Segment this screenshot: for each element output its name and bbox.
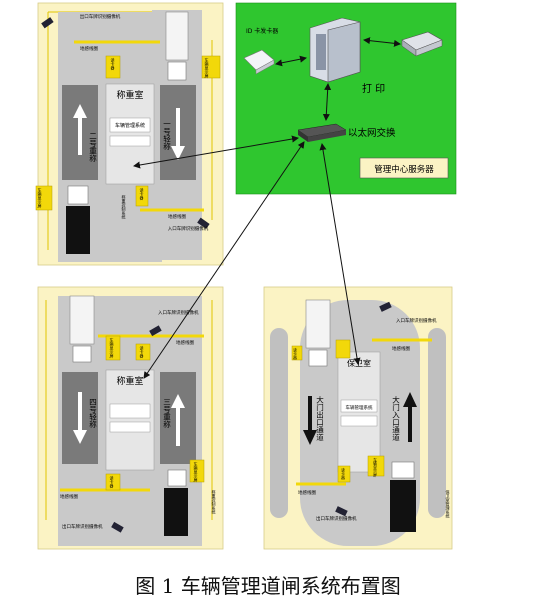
scale-left-label: 二号重称 (88, 132, 97, 163)
arrow-up-icon (403, 392, 417, 442)
display-bottom (367, 455, 385, 477)
reader-right-label: 读卡器 (340, 467, 346, 480)
island-left (270, 328, 288, 518)
arrow-down-icon (73, 392, 87, 444)
reader-top-label: 读卡器 (111, 57, 116, 71)
reader-top-label: 读卡器 (140, 345, 145, 359)
link-main-gate (319, 143, 361, 365)
display-top (201, 55, 221, 79)
truck-bottom (66, 206, 90, 254)
scale-right-label: 三号重称 (162, 398, 171, 429)
scale-left-label: 四号轻称 (88, 398, 97, 430)
barrier-bottom-label: 地感线圈 (298, 489, 316, 496)
desk-label: 车辆管理系统 (115, 122, 145, 129)
lane-right-label: 大门入口通道 (391, 395, 400, 443)
camera-icon (111, 521, 124, 533)
camera-bottom-label: 出口车牌识别摄像机 (62, 523, 103, 530)
display-bottom (35, 185, 53, 211)
booth-label: 保卫室 (347, 358, 371, 368)
scale-right-label: 一号轻称 (162, 120, 171, 151)
arrow-up-icon (171, 394, 185, 446)
arrow-up-icon (73, 104, 87, 155)
barrier-top-label: 地感线圈 (80, 45, 98, 52)
reader-bottom-label: 读卡器 (140, 187, 145, 201)
card-reader-bottom (105, 473, 121, 491)
screen-top-label: 车辆显示屏 (110, 337, 115, 359)
truck-top (305, 299, 331, 349)
screen-label: 车辆显示屏 (372, 457, 378, 477)
printer-icon (401, 31, 443, 57)
weigh-booth (105, 369, 155, 471)
booth-label: 称重室 (116, 89, 143, 101)
camera-icon (379, 301, 392, 312)
card-reader-label: ID 卡发卡器 (246, 27, 278, 35)
booth-label: 称重室 (116, 375, 143, 387)
figure-caption: 图 1 车辆管理道闸系统布置图 (135, 574, 401, 598)
camera-top-label: 入口车牌识别摄像机 (396, 317, 437, 324)
reader-left-label: 读卡器 (292, 347, 298, 360)
main-gate-panel: 保卫室 大门出口通道 大门入口通道 入口车牌识别摄像机 出口车牌识别摄像机 地感… (263, 286, 453, 550)
weigh-station-top-panel: 称重室 车辆管理系统 二号重称 一号轻称 出口车牌识别摄像机 入口车牌识别摄像机… (35, 2, 224, 266)
camera-top-label: 出口车牌识别摄像机 (80, 13, 121, 20)
island-right (428, 328, 446, 518)
truck-bottom (390, 480, 416, 532)
reader-bottom-label: 读卡器 (110, 475, 115, 489)
camera-bottom-label: 入口车牌识别摄像机 (168, 225, 209, 232)
switch-label: 以太网交换 (348, 127, 396, 139)
arrow-down-icon (303, 396, 317, 445)
weigh-station-bottom-panel: 称重室 四号轻称 三号重称 入口车牌识别摄像机 出口车牌识别摄像机 地感线圈 地… (37, 286, 224, 550)
link-bottom-station (143, 141, 305, 379)
barrier-bottom-label: 地感线圈 (168, 213, 186, 220)
truck-top (69, 295, 95, 345)
ethernet-switch-icon (297, 123, 347, 142)
screen-bottom-label: 车辆显示屏 (194, 461, 199, 483)
display-top (335, 339, 351, 359)
server-icon (309, 17, 361, 83)
network-links (133, 135, 361, 379)
side-note-label: 称重控制系统 (212, 489, 217, 515)
truck-bottom (164, 488, 188, 536)
camera-top-label: 入口车牌识别摄像机 (158, 309, 199, 316)
screen-top-label: 车辆显示屏 (205, 57, 210, 79)
card-reader-top (105, 55, 121, 79)
desk-label: 车辆管理系统 (346, 404, 373, 411)
barrier-top-label: 地感线圈 (392, 345, 410, 352)
truck-top (165, 11, 189, 61)
lane-left-label: 大门出口通道 (315, 395, 324, 443)
card-reader-right (337, 465, 351, 483)
side-note-label: 保卫室管理系统 (446, 489, 451, 519)
server-panel: ID 卡发卡器 打 印 以太网交换 管理中心服务器 (235, 2, 457, 195)
camera-icon (335, 506, 348, 517)
screen-bottom-label: 车辆显示屏 (38, 187, 43, 209)
camera-icon (41, 17, 54, 29)
barrier-bottom-label: 地感线圈 (60, 493, 78, 500)
camera-bottom-label: 出口车牌识别摄像机 (316, 515, 357, 522)
card-reader-icon (243, 49, 275, 75)
display-top (105, 335, 121, 361)
server-label: 管理中心服务器 (374, 164, 434, 175)
bottom-note-label: 称重控制系统 (122, 194, 127, 220)
display-bottom (189, 459, 205, 483)
barrier-top-label: 地感线圈 (176, 339, 194, 346)
print-label: 打 印 (362, 82, 385, 95)
